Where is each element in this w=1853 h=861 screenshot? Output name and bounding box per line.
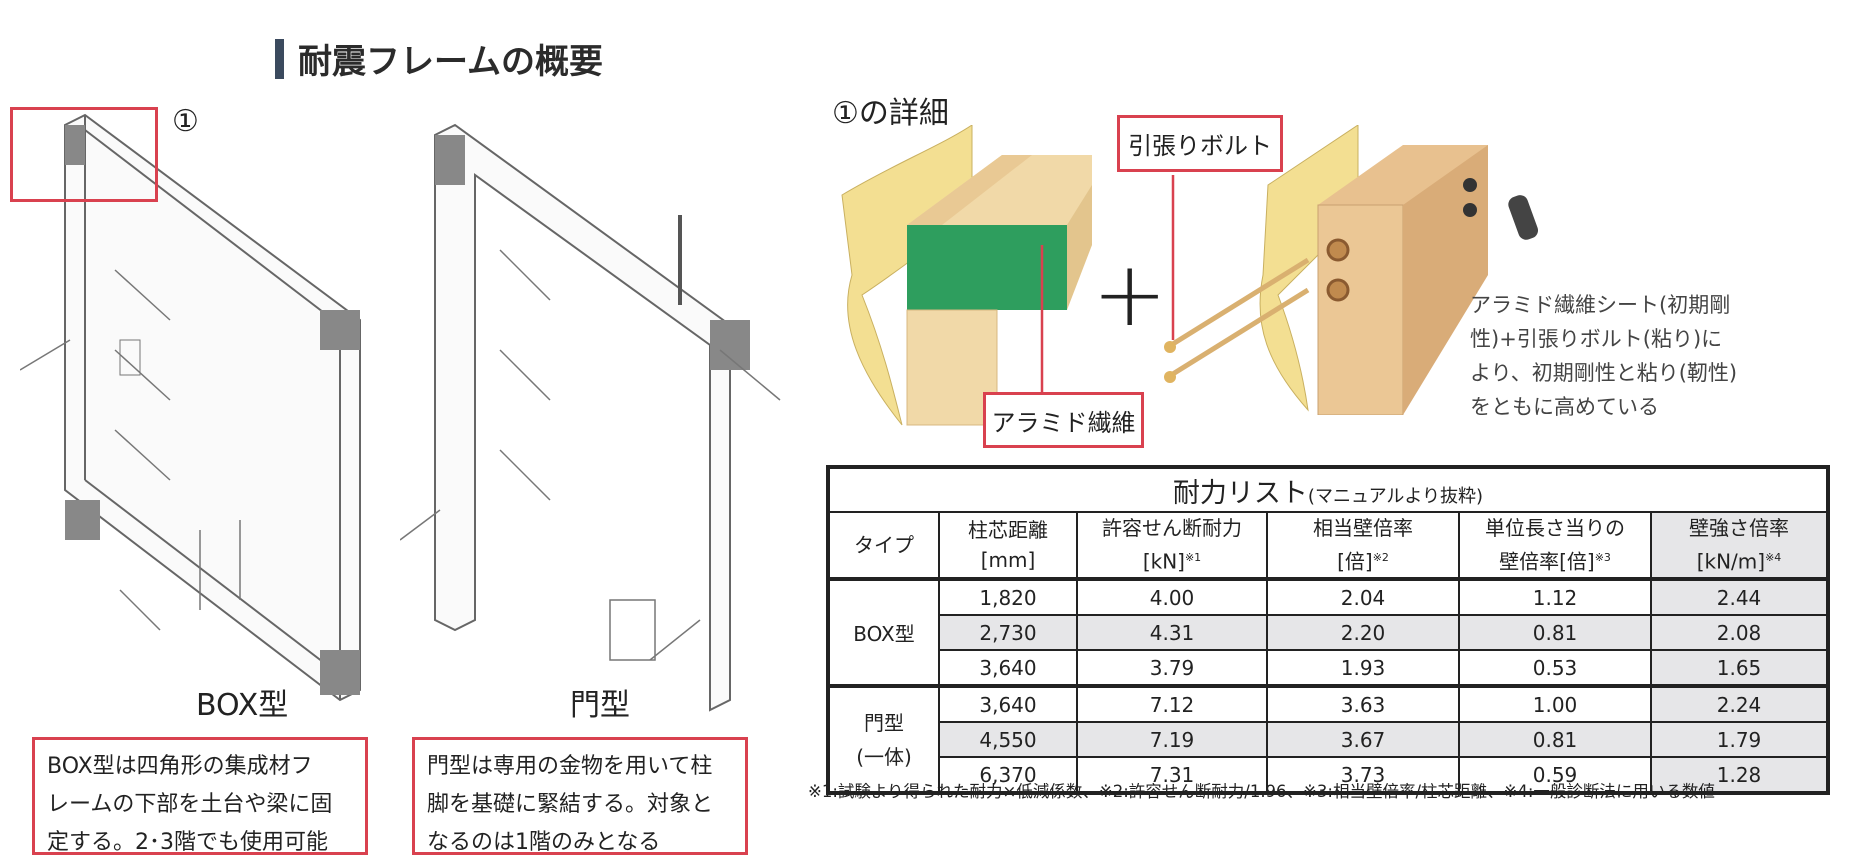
desc-line: 定する。2･3階でも使用可能 (47, 830, 328, 855)
table-cell: 3,640 (938, 649, 1078, 687)
detail-highlight-box (10, 107, 158, 202)
table-title-text: 耐力リスト (1172, 477, 1308, 509)
header-text: 許容せん断耐力 (1102, 516, 1242, 541)
table-cell: 1,820 (938, 577, 1078, 616)
plus-sign: + (1092, 242, 1168, 347)
table-cell: 1.28 (1650, 756, 1829, 794)
detail-title: ①の詳細 (832, 96, 949, 131)
table-cell: 0.53 (1458, 649, 1652, 687)
table-cell: 2.04 (1266, 577, 1460, 616)
table-cell: 1.12 (1458, 577, 1652, 616)
table-header-row: タイプ 柱芯距離 [mm] 許容せん断耐力 [kN]※1 相当壁倍率 [倍]※2 単位… (827, 511, 1829, 580)
table-cell: 4,550 (938, 721, 1078, 758)
callout-bolt-text: 引張りボルト (1128, 132, 1272, 160)
table-subtitle: (マニュアルより抜粋) (1307, 485, 1484, 507)
desc-line: BOX型は四角形の集成材フ (47, 754, 313, 779)
header-text: 柱芯距離 (968, 518, 1048, 542)
table-title: 耐力リスト(マニュアルより抜粋) (827, 466, 1829, 513)
box-description: BOX型は四角形の集成材フレームの下部を土台や梁に固定する。2･3階でも使用可能 (32, 737, 368, 855)
table-cell: 4.31 (1076, 614, 1268, 651)
desc-line: をともに高めている (1470, 395, 1659, 419)
note-ref: ※2 (1372, 551, 1389, 565)
desc-line: 門型は専用の金物を用いて柱 (427, 754, 713, 779)
callout-aramid: アラミド繊維 (983, 392, 1144, 448)
note-ref: ※3 (1594, 551, 1611, 565)
page-title: 耐震フレームの概要 (275, 34, 603, 83)
header-unit: [kN/m] (1696, 549, 1766, 574)
note-ref: ※4 (1765, 551, 1782, 565)
table-cell: 2.08 (1650, 614, 1829, 651)
header-text: 単位長さ当りの (1485, 516, 1625, 541)
table-cell: 2.20 (1266, 614, 1460, 651)
table-cell: 1.79 (1650, 721, 1829, 758)
table-cell: 6,370 (938, 756, 1078, 794)
strength-table: 耐力リスト(マニュアルより抜粋) タイプ 柱芯距離 [mm] 許容せん断耐力 [kN… (826, 465, 1830, 795)
desc-line: なるのは1階のみとなる (427, 830, 661, 855)
mon-type-label: 門型 (570, 688, 630, 723)
table-cell: 3,640 (938, 684, 1078, 723)
table-cell: 3.63 (1266, 684, 1460, 723)
type-cell: BOX型 (827, 577, 940, 687)
box-frame-illustration (20, 113, 361, 702)
desc-line: アラミド繊維シート(初期剛 (1470, 293, 1731, 317)
header-unit: [mm] (980, 548, 1036, 572)
table-cell: 3.79 (1076, 649, 1268, 687)
note-ref: ※1 (1184, 551, 1202, 565)
table-cell: 7.19 (1076, 721, 1268, 758)
header-unit-ratio: 単位長さ当りの壁倍率[倍]※3 (1458, 511, 1652, 580)
table-cell: 7.31 (1076, 756, 1268, 794)
table-cell: 4.00 (1076, 577, 1268, 616)
table-cell: 1.00 (1458, 684, 1652, 723)
header-type: タイプ (827, 511, 940, 580)
table-cell: 0.81 (1458, 614, 1652, 651)
header-unit: [kN] (1142, 549, 1185, 574)
box-type-label: BOX型 (196, 688, 289, 723)
header-shear: 許容せん断耐力 [kN]※1 (1076, 511, 1268, 580)
aramid-joint-illustration (841, 125, 1092, 426)
header-pitch: 柱芯距離 [mm] (938, 511, 1078, 580)
table-cell: 1.93 (1266, 649, 1460, 687)
desc-line: 脚を基礎に緊結する。対象と (427, 792, 714, 817)
header-text: 相当壁倍率 (1313, 516, 1413, 541)
type-line: 門型 (864, 710, 904, 735)
type-line: (一体) (856, 744, 912, 769)
callout-aramid-text: アラミド繊維 (991, 408, 1136, 437)
type-cell: 門型 (一体) (827, 684, 940, 794)
header-unit: [倍] (1337, 549, 1373, 574)
mon-description: 門型は専用の金物を用いて柱脚を基礎に緊結する。対象となるのは1階のみとなる (412, 737, 748, 855)
title-bar (275, 38, 284, 79)
table-cell: 3.73 (1266, 756, 1460, 794)
desc-line: より、初期剛性と粘り(靭性) (1470, 361, 1738, 385)
table-cell: 2,730 (938, 614, 1078, 651)
mon-frame-illustration (400, 123, 781, 712)
desc-line: 性)+引張りボルト(粘り)に (1470, 327, 1723, 351)
bolt-joint-illustration (1164, 125, 1539, 415)
header-text: 壁強さ倍率 (1689, 516, 1789, 541)
table-cell: 2.24 (1650, 684, 1829, 723)
table-cell: 0.59 (1458, 756, 1652, 794)
table-cell: 0.81 (1458, 721, 1652, 758)
table-cell: 1.65 (1650, 649, 1829, 687)
table-cell: 2.44 (1650, 577, 1829, 616)
marker-1: ① (172, 104, 199, 139)
desc-line: レームの下部を土台や梁に固 (47, 792, 333, 817)
header-text: タイプ (854, 533, 914, 557)
header-wall-ratio: 相当壁倍率 [倍]※2 (1266, 511, 1460, 580)
detail-description: アラミド繊維シート(初期剛性)+引張りボルト(粘り)により、初期剛性と粘り(靭性… (1470, 288, 1737, 424)
callout-bolt: 引張りボルト (1117, 115, 1283, 172)
header-strength: 壁強さ倍率 [kN/m]※4 (1650, 511, 1829, 580)
title-text: 耐震フレームの概要 (298, 42, 603, 82)
footnote: ※1:試験より得られた耐力×低減係数、※2:許容せん断耐力/1.96、※3:相当… (808, 782, 1715, 801)
header-unit: 壁倍率[倍] (1499, 549, 1595, 574)
table-cell: 7.12 (1076, 684, 1268, 723)
table-cell: 3.67 (1266, 721, 1460, 758)
